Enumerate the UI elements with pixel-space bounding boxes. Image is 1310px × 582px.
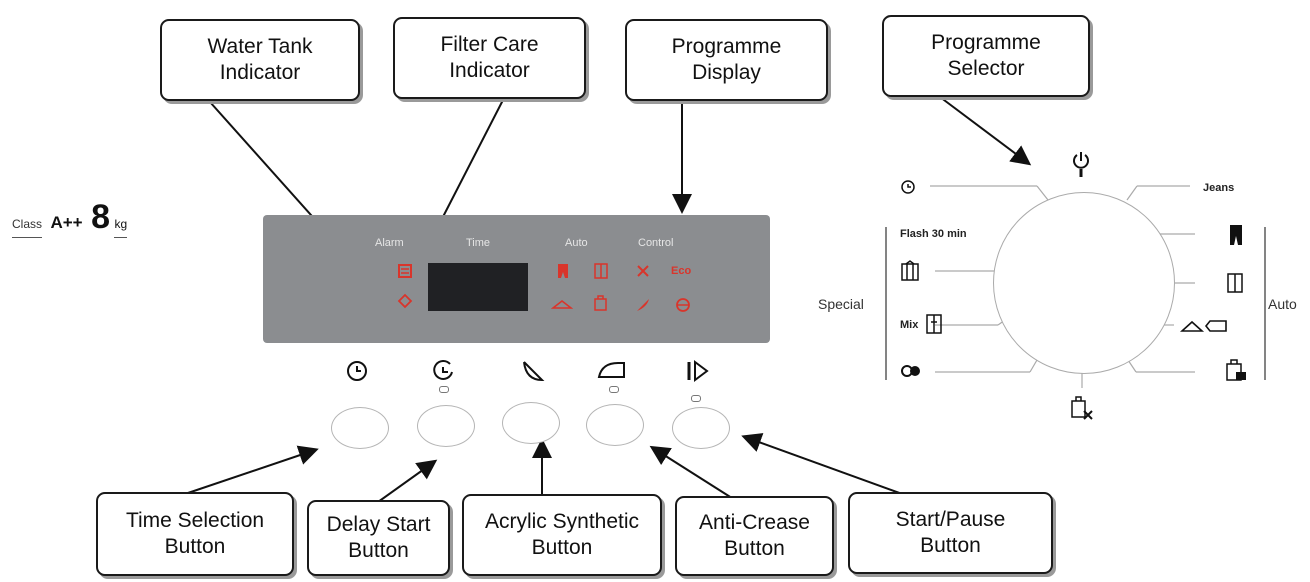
- callout-start-pause: Start/Pause Button: [848, 492, 1053, 574]
- delay-icon: [433, 359, 453, 380]
- class-label: Class: [12, 217, 43, 238]
- shirt-icon: [901, 260, 919, 281]
- dial-label-flash: Flash 30 min: [900, 228, 967, 240]
- control-panel: Alarm Time Auto Control Eco: [263, 215, 770, 343]
- callout-programme-selector: Programme Selector: [882, 15, 1090, 97]
- jeans-icon: [1230, 225, 1242, 245]
- hanger-icon: [1180, 320, 1227, 332]
- towel-icon: [901, 365, 920, 377]
- callout-delay-start: Delay Start Button: [307, 500, 450, 576]
- dial-label-jeans: Jeans: [1203, 182, 1235, 194]
- refresh-led-icon: [637, 265, 649, 277]
- filter-icon: [397, 293, 413, 309]
- programme-display: [428, 263, 528, 311]
- power-icon: [1073, 152, 1089, 177]
- panel-label-alarm: Alarm: [375, 237, 404, 249]
- programme-selector-dial[interactable]: [993, 192, 1175, 374]
- time-selection-button[interactable]: [331, 407, 389, 449]
- callout-anti-crease: Anti-Crease Button: [675, 496, 834, 576]
- callout-programme-display: Programme Display: [625, 19, 828, 101]
- mix-icon: [926, 314, 942, 334]
- arrow-delay-start: [377, 459, 438, 503]
- dial-label-special: Special: [818, 296, 864, 312]
- jeans-led-icon: [558, 264, 568, 278]
- callout-water-tank: Water Tank Indicator: [160, 19, 360, 101]
- cabinet-led-icon: [594, 263, 608, 279]
- start-pause-led: [691, 395, 701, 402]
- panel-label-time: Time: [466, 237, 491, 249]
- dial-label-mix: Mix: [900, 319, 919, 331]
- water-tank-icon: [398, 264, 412, 278]
- panel-label-auto: Auto: [565, 237, 588, 249]
- feather-icon: [523, 361, 545, 382]
- start-pause-icon: [687, 360, 709, 382]
- arrow-programme-selector: [939, 96, 1032, 166]
- iron-icon: [597, 362, 625, 378]
- callout-filter-care: Filter Care Indicator: [393, 17, 586, 99]
- class-value: A++: [50, 213, 83, 232]
- dial-label-auto: Auto: [1268, 296, 1297, 312]
- delay-led: [439, 386, 449, 393]
- gear-icon: [1071, 396, 1093, 420]
- bag-led-icon: [594, 295, 607, 311]
- start-pause-button[interactable]: [672, 407, 730, 449]
- arrow-anti-crease: [649, 445, 736, 501]
- feather-led-icon: [637, 299, 649, 311]
- panel-label-control: Control: [638, 237, 674, 249]
- anti-crease-led: [609, 386, 619, 393]
- acrylic-synthetic-button[interactable]: [502, 402, 560, 444]
- delay-start-button[interactable]: [417, 405, 475, 447]
- arrow-start-pause: [741, 433, 906, 496]
- bag-icon: [1226, 359, 1246, 381]
- capacity-unit: kg: [114, 217, 128, 238]
- clock-icon: [347, 361, 367, 381]
- arrow-time-selection: [181, 445, 319, 496]
- energy-class: Class A++ 8 kg: [12, 198, 128, 238]
- dial-clock-icon: [901, 180, 915, 194]
- callout-acrylic-synthetic: Acrylic Synthetic Button: [462, 494, 662, 576]
- timer-led-icon: [676, 298, 690, 312]
- capacity-value: 8: [91, 198, 110, 236]
- panel-label-eco: Eco: [671, 265, 692, 277]
- cabinet-icon: [1227, 273, 1243, 293]
- anti-crease-button[interactable]: [586, 404, 644, 446]
- callout-time-selection: Time Selection Button: [96, 492, 294, 576]
- hanger-led-icon: [551, 299, 573, 309]
